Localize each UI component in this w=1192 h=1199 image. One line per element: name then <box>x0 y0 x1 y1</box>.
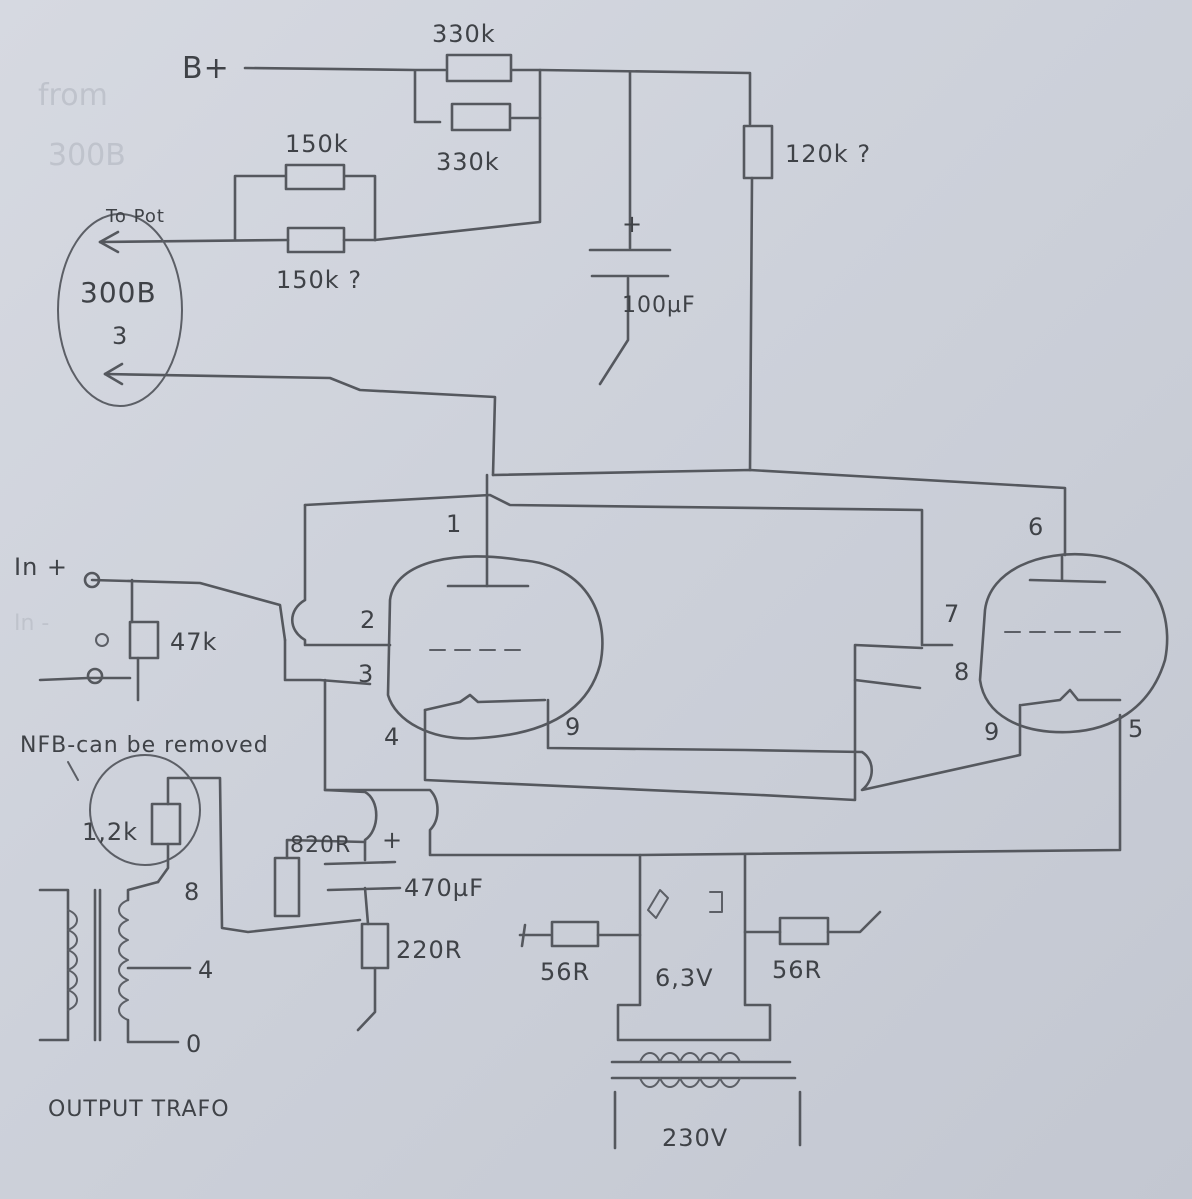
resistor-220r-label: 220R <box>396 936 462 964</box>
pin-9-left-label: 9 <box>565 713 581 741</box>
pin-8-label: 8 <box>954 658 970 686</box>
tap-8-label: 8 <box>184 878 200 906</box>
pin-2-label: 2 <box>360 606 376 634</box>
resistor-120k: 120k ? <box>742 124 871 472</box>
mains-voltage-label: 230V <box>662 1124 728 1152</box>
resistor-120k-label: 120k ? <box>785 140 871 168</box>
heater-voltage-label: 6,3V <box>655 964 714 992</box>
resistor-330k-top: 330k <box>432 20 513 83</box>
resistor-56r-left <box>550 920 600 948</box>
bplus-label: B+ <box>182 51 230 86</box>
resistor-330k-bottom-label: 330k <box>436 148 500 176</box>
in-minus-label: In - <box>14 611 49 636</box>
resistor-1-2k <box>150 802 182 846</box>
capacitor-470uf-plus: + <box>382 826 403 854</box>
pin-4-label: 4 <box>384 723 400 751</box>
capacitor-100uf-plus: + <box>622 210 643 238</box>
resistor-56r-right-label: 56R <box>772 956 822 984</box>
nfb-section: NFB-can be removed 1,2k <box>20 733 362 934</box>
in-plus-label: In + <box>14 553 68 581</box>
in-plus-jack <box>83 571 101 589</box>
resistor-56r-right <box>778 916 830 946</box>
nfb-label: NFB-can be removed <box>20 733 269 758</box>
input-section: In + In - 47k <box>14 553 217 702</box>
tube-left: 1 2 3 4 9 <box>358 510 604 751</box>
pin-6-label: 6 <box>1028 513 1044 541</box>
pot-connector-300b: To Pot 300B 3 <box>57 206 497 477</box>
resistor-220r <box>360 922 390 970</box>
resistor-330k-bottom: 330k <box>436 102 512 176</box>
resistor-150k-pair: 150k 150k ? <box>98 130 377 294</box>
pin-7-label: 7 <box>944 600 960 628</box>
resistor-47k-label: 47k <box>170 628 217 656</box>
bplus-rail: B+ <box>182 51 752 242</box>
to-pot-label: To Pot <box>105 206 165 227</box>
capacitor-100uf-label: 100µF <box>622 293 696 318</box>
tube-300b-label: 300B <box>80 276 157 309</box>
resistor-820r-label: 820R <box>290 833 351 858</box>
resistor-330k-top-label: 330k <box>432 20 496 48</box>
pot-pin-label: 3 <box>112 322 128 350</box>
capacitor-100uf: + 100µF <box>588 70 696 386</box>
heater-supply: 56R 56R 6,3V <box>518 853 882 1042</box>
pin-1-label: 1 <box>446 510 462 538</box>
resistor-56r-left-label: 56R <box>540 958 590 986</box>
pin-9-right-label: 9 <box>984 718 1000 746</box>
resistor-150k-bottom-label: 150k ? <box>276 266 362 294</box>
resistor-820r <box>273 856 301 918</box>
faint-text-300b: 300B <box>48 138 126 173</box>
tap-4-label: 4 <box>198 956 214 984</box>
capacitor-470uf-label: 470µF <box>404 874 484 902</box>
resistor-150k-top-label: 150k <box>285 130 349 158</box>
resistor-47k <box>128 620 160 660</box>
pin-3-label: 3 <box>358 660 374 688</box>
pin-5-label: 5 <box>1128 715 1144 743</box>
output-trafo-label: OUTPUT TRAFO <box>48 1097 230 1122</box>
faint-text-from: from <box>38 78 108 113</box>
cross-wiring <box>90 468 1067 686</box>
left-tube-lower-wiring <box>323 643 1122 862</box>
mains-transformer: 230V <box>610 1052 802 1152</box>
resistor-1-2k-label: 1,2k <box>82 818 138 846</box>
tube-right: 6 7 8 9 5 <box>944 513 1169 746</box>
output-transformer: 8 4 0 OUTPUT TRAFO <box>38 878 230 1122</box>
cathode-network: 820R + 470µF 220R <box>273 826 484 1032</box>
tap-0-label: 0 <box>186 1030 202 1058</box>
